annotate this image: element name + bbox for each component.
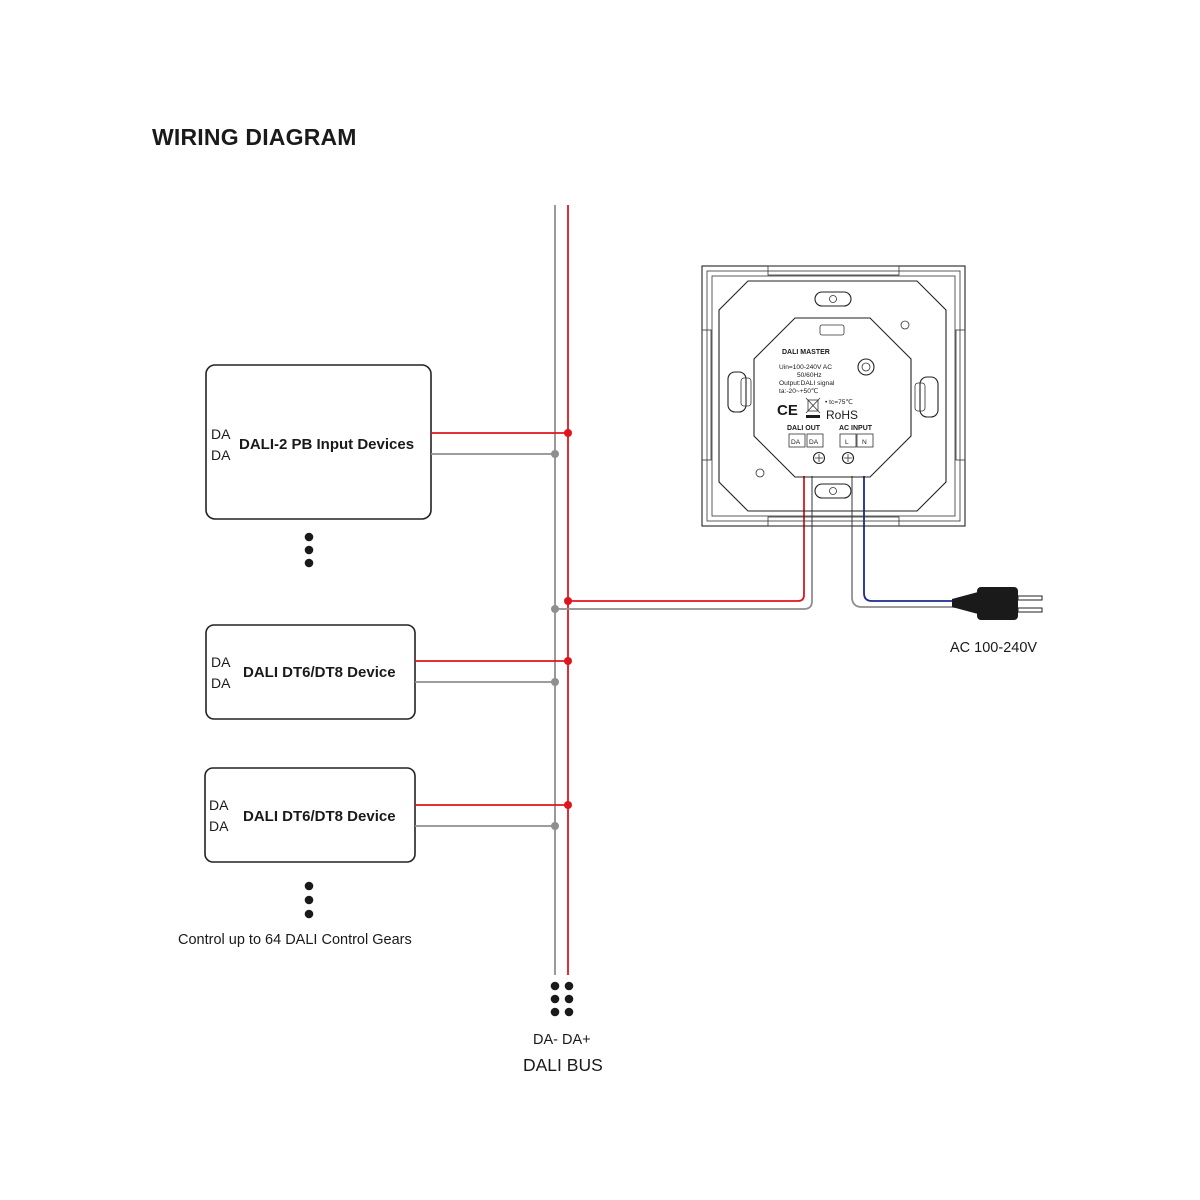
power-label: AC 100-240V	[950, 640, 1037, 656]
device-box-pb-input: DA DA DALI-2 PB Input Devices	[205, 364, 432, 520]
device-port-label: DA	[211, 447, 231, 463]
junction-dot	[564, 657, 572, 665]
master-spec-temperature: ta:-20~+50℃	[779, 387, 818, 395]
junction-dot	[564, 801, 572, 809]
device-port-label: DA	[211, 426, 231, 442]
junction-dot	[551, 605, 559, 613]
master-wire-live	[851, 476, 958, 608]
junction-dot	[551, 450, 559, 458]
master-name: DALI MASTER	[782, 349, 830, 356]
device-label: DALI DT6/DT8 Device	[243, 664, 396, 681]
device-port-label: DA	[209, 797, 229, 813]
dali-out-label: DALI OUT	[787, 425, 821, 432]
junction-dot	[551, 822, 559, 830]
ac-plug-icon	[952, 587, 1043, 620]
junction-dot	[564, 597, 572, 605]
terminal-n: N	[862, 439, 867, 446]
device-port-label: DA	[211, 654, 231, 670]
master-spec-input: Uin=100-240V AC	[779, 364, 832, 371]
master-wire-da-minus	[555, 476, 813, 610]
bus-name: DALI BUS	[523, 1055, 603, 1075]
terminal-l: L	[845, 439, 849, 446]
master-spec-frequency: 50/60Hz	[797, 372, 822, 379]
device-port-label: DA	[211, 675, 231, 691]
ellipsis-dots	[304, 881, 314, 919]
bus-terminal-labels: DA- DA+	[533, 1032, 591, 1048]
bus-continuation-dots	[550, 981, 574, 1017]
master-tc: • tc=75℃	[825, 398, 853, 406]
junction-dot	[551, 678, 559, 686]
device-port-label: DA	[209, 818, 229, 834]
terminal-da: DA	[809, 439, 819, 446]
ellipsis-dots	[304, 532, 314, 568]
device-box-dt6-dt8: DA DA DALI DT6/DT8 Device	[204, 767, 416, 863]
weee-bin-icon	[805, 397, 821, 418]
dali-master-panel	[701, 265, 966, 527]
terminal-da: DA	[791, 439, 801, 446]
junction-dot	[564, 429, 572, 437]
device-label: DALI-2 PB Input Devices	[239, 436, 414, 453]
master-wire-neutral	[863, 476, 958, 602]
rohs-mark: RoHS	[826, 408, 858, 422]
master-wire-da-plus	[568, 476, 805, 602]
device-box-dt6-dt8: DA DA DALI DT6/DT8 Device	[205, 624, 416, 720]
gear-note: Control up to 64 DALI Control Gears	[178, 932, 412, 948]
device-label: DALI DT6/DT8 Device	[243, 808, 396, 825]
ac-input-label: AC INPUT	[839, 425, 873, 432]
ce-mark: CE	[777, 402, 798, 419]
master-spec-output: Output:DALI signal	[779, 380, 835, 387]
diagram-title: WIRING DIAGRAM	[152, 124, 357, 150]
